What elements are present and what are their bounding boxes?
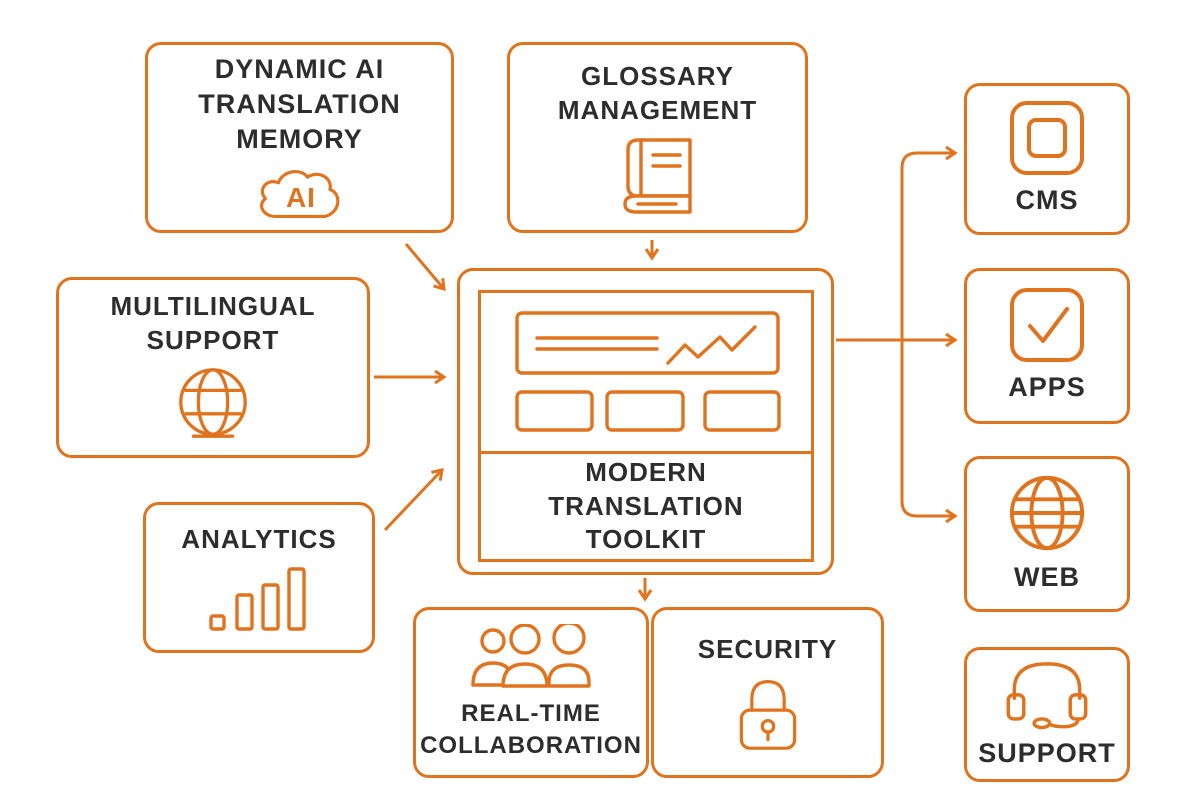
node-support-label: SUPPORT [978,738,1116,769]
nested-squares-icon [1010,100,1084,175]
node-security-label: SECURITY [697,633,838,664]
node-web-label: WEB [1014,561,1080,592]
node-apps: APPS [964,268,1130,424]
ai-cloud-icon: AI [259,170,339,219]
book-icon [622,138,692,214]
node-multilingual: MULTILINGUAL SUPPORT [56,277,370,458]
arrow-toolkit-to-web [900,340,958,524]
node-collaboration: REAL-TIME COLLABORATION [413,607,649,778]
people-icon [471,624,591,689]
globe-grid-icon [1009,475,1085,551]
arrow-toolkit-to-cms [900,145,958,340]
node-analytics-label: ANALYTICS [181,523,337,554]
globe-underline-icon [179,368,247,439]
toolkit-dashboard [481,293,811,454]
node-apps-label: APPS [1008,371,1086,402]
node-multilingual-label: MULTILINGUAL SUPPORT [110,290,316,355]
headset-icon [1006,662,1088,730]
node-cms-label: CMS [1015,184,1079,215]
node-toolkit: MODERN TRANSLATION TOOLKIT [457,268,834,575]
node-support: SUPPORT [964,647,1130,782]
dashboard-illustration [515,311,781,432]
node-toolkit-label: MODERN TRANSLATION TOOLKIT [548,456,744,555]
node-analytics: ANALYTICS [143,502,375,653]
node-ai-memory-label: DYNAMIC AI TRANSLATION MEMORY [198,53,401,155]
arrow-ai-to-toolkit [404,243,446,292]
toolkit-title-area: MODERN TRANSLATION TOOLKIT [481,454,811,559]
ai-cloud-text: AI [285,182,315,213]
node-collaboration-label: REAL-TIME COLLABORATION [420,700,642,759]
node-glossary: GLOSSARY MANAGEMENT [507,42,808,233]
checkbox-icon [1010,287,1084,362]
node-web: WEB [964,456,1130,612]
toolkit-window: MODERN TRANSLATION TOOLKIT [478,290,814,562]
node-ai-memory: DYNAMIC AI TRANSLATION MEMORY AI [145,42,454,233]
bar-chart-icon [209,567,306,632]
padlock-icon [739,680,796,751]
node-security: SECURITY [651,607,884,778]
node-glossary-label: GLOSSARY MANAGEMENT [557,60,758,125]
node-cms: CMS [964,83,1130,235]
arrow-analytics-to-toolkit [383,468,444,532]
